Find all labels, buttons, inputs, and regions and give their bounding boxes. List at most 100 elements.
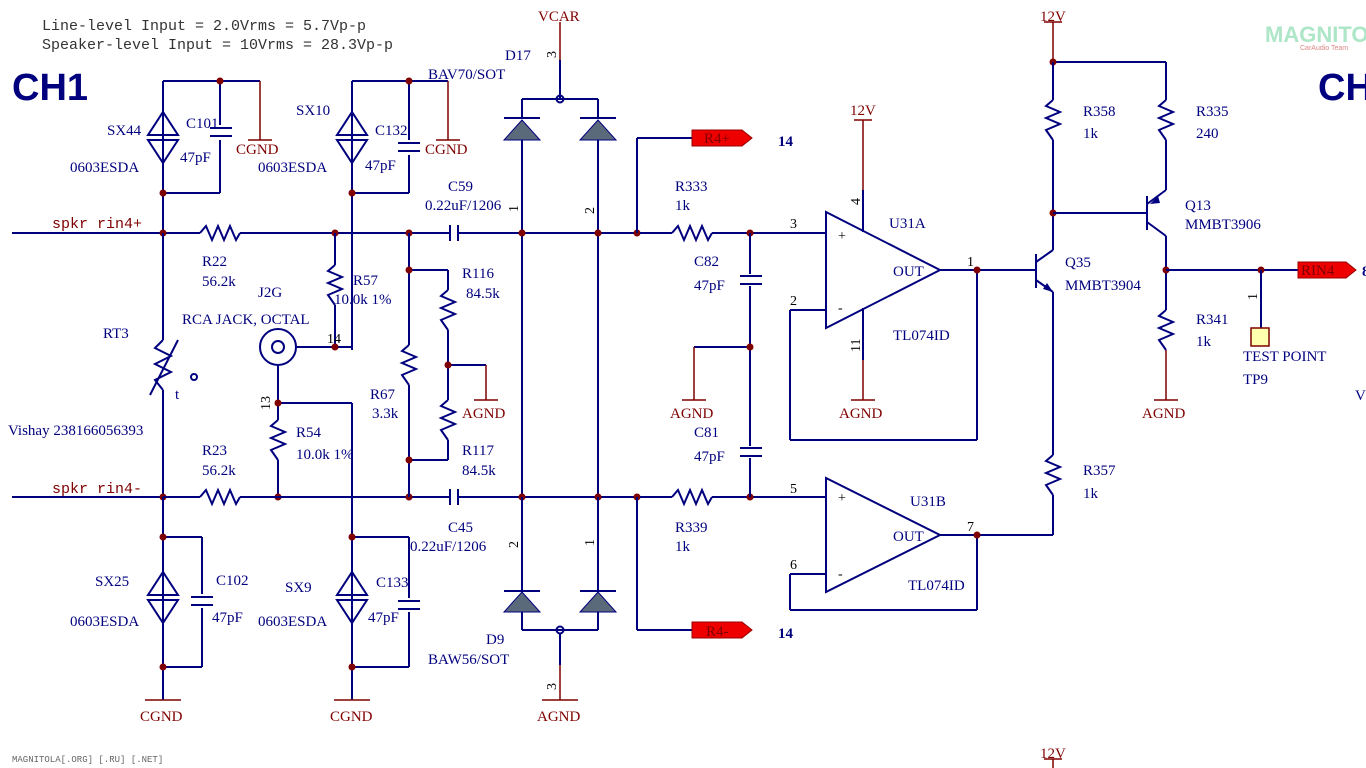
svg-text:2: 2: [583, 207, 598, 214]
channel-title-right: CH: [1318, 67, 1366, 109]
r116-label: R116: [462, 266, 494, 282]
svg-text:7: 7: [967, 520, 974, 535]
u31b-value: TL074ID: [908, 578, 965, 594]
offpage-rin4[interactable]: [1297, 261, 1357, 279]
agnd-d9: AGND: [537, 709, 580, 725]
r333-label: R333: [675, 179, 708, 195]
c81-label: C81: [694, 425, 719, 441]
d17-block: [502, 22, 618, 497]
c101-value: 47pF: [180, 150, 211, 166]
c82-value: 47pF: [694, 278, 725, 294]
net-12v-bottom: 12V: [1040, 746, 1066, 762]
sx9-label: SX9: [285, 580, 312, 596]
rt3-symbol: [152, 339, 174, 391]
c102-value: 47pF: [212, 610, 243, 626]
test-point-tp9: [1250, 327, 1270, 347]
agnd-1: AGND: [462, 406, 505, 422]
u31a-label: U31A: [889, 216, 926, 232]
sx10-value: 0603ESDA: [258, 160, 327, 176]
sx10-block: [335, 77, 460, 350]
svg-text:1: 1: [1246, 293, 1261, 300]
r339-symbol: [671, 487, 713, 507]
svg-text:-: -: [838, 567, 843, 582]
c59-label: C59: [448, 179, 473, 195]
net-spkr-m: spkr rin4-: [52, 481, 142, 498]
r339-label: R339: [675, 520, 708, 536]
c132-value: 47pF: [365, 158, 396, 174]
offpage-r4m[interactable]: [691, 621, 753, 639]
c45-value: 0.22uF/1206: [410, 539, 487, 555]
q35-label: Q35: [1065, 255, 1091, 271]
svg-text:3: 3: [545, 683, 560, 690]
rca-jack-symbol: [259, 328, 297, 366]
offpage-r4p[interactable]: [691, 129, 753, 147]
sx10-label: SX10: [296, 103, 330, 119]
c81-value: 47pF: [694, 449, 725, 465]
r341-label: R341: [1196, 312, 1229, 328]
net-12v-top: 12V: [1040, 9, 1066, 25]
svg-text:R4+: R4+: [704, 131, 730, 147]
channel-title-left: CH1: [12, 67, 88, 109]
svg-text:+: +: [838, 491, 846, 506]
cgnd-2: CGND: [425, 142, 468, 158]
r357-value: 1k: [1083, 486, 1099, 502]
u31a-vcc: 12V: [850, 103, 876, 119]
rt3-label: RT3: [103, 326, 129, 342]
svg-text:6: 6: [790, 558, 797, 573]
svg-text:-: -: [838, 301, 843, 316]
cgnd-3: CGND: [140, 709, 183, 725]
sx9-block: [334, 533, 420, 701]
magnitola-logo: MAGNITOLA CarAudio Team: [1265, 22, 1366, 52]
u31a-value: TL074ID: [893, 328, 950, 344]
svg-text:4: 4: [849, 198, 864, 205]
svg-text:14: 14: [327, 332, 341, 347]
c59-value: 0.22uF/1206: [425, 198, 502, 214]
svg-text:13: 13: [259, 396, 274, 410]
r333-value: 1k: [675, 198, 691, 214]
rt3-value: Vishay 238166056393: [8, 423, 143, 439]
header-line-2: Speaker-level Input = 10Vrms = 28.3Vp-p: [42, 37, 393, 54]
svg-text:CarAudio Team: CarAudio Team: [1300, 45, 1348, 52]
c133-value: 47pF: [368, 610, 399, 626]
c132-label: C132: [375, 123, 408, 139]
c45-label: C45: [448, 520, 473, 536]
net-vcar: VCAR: [538, 9, 580, 25]
r23-symbol: [199, 487, 241, 507]
svg-text:1: 1: [583, 539, 598, 546]
r23-label: R23: [202, 443, 227, 459]
rin4-sheet: 8: [1362, 264, 1366, 280]
c133-label: C133: [376, 575, 409, 591]
j2g-label: J2G: [258, 285, 282, 301]
r54-symbol: [268, 419, 288, 461]
svg-text:3: 3: [545, 51, 560, 58]
r67-label: R67: [370, 387, 396, 403]
svg-text:2: 2: [507, 541, 522, 548]
header-line-1: Line-level Input = 2.0Vrms = 5.7Vp-p: [42, 18, 366, 35]
r67-value: 3.3k: [372, 406, 399, 422]
u31a-out: OUT: [893, 264, 924, 280]
j2g-value: RCA JACK, OCTAL: [182, 312, 310, 328]
tp9-label: TP9: [1243, 372, 1268, 388]
sx25-block: [145, 497, 213, 701]
watermark: MAGNITOLA[.ORG] [.RU] [.NET]: [12, 755, 163, 765]
cgnd-4: CGND: [330, 709, 373, 725]
tp9-value: TEST POINT: [1243, 349, 1326, 365]
svg-text:3: 3: [790, 217, 797, 232]
agnd-r341: AGND: [1142, 406, 1185, 422]
output-stage: [1030, 21, 1298, 768]
divider-network: [399, 233, 498, 497]
svg-text:5: 5: [790, 482, 797, 497]
rt3-t: t: [175, 387, 180, 403]
r22-value: 56.2k: [202, 274, 236, 290]
svg-text:MAGNITOLA: MAGNITOLA: [1265, 22, 1366, 47]
sx25-label: SX25: [95, 574, 129, 590]
r339-value: 1k: [675, 539, 691, 555]
agnd-2: AGND: [670, 406, 713, 422]
r333-symbol: [671, 223, 713, 243]
r54-value: 10.0k 1%: [296, 447, 354, 463]
r57-value: 10.0k 1%: [334, 292, 392, 308]
svg-text:R4-: R4-: [706, 624, 729, 640]
c82-label: C82: [694, 254, 719, 270]
svg-text:2: 2: [790, 294, 797, 309]
